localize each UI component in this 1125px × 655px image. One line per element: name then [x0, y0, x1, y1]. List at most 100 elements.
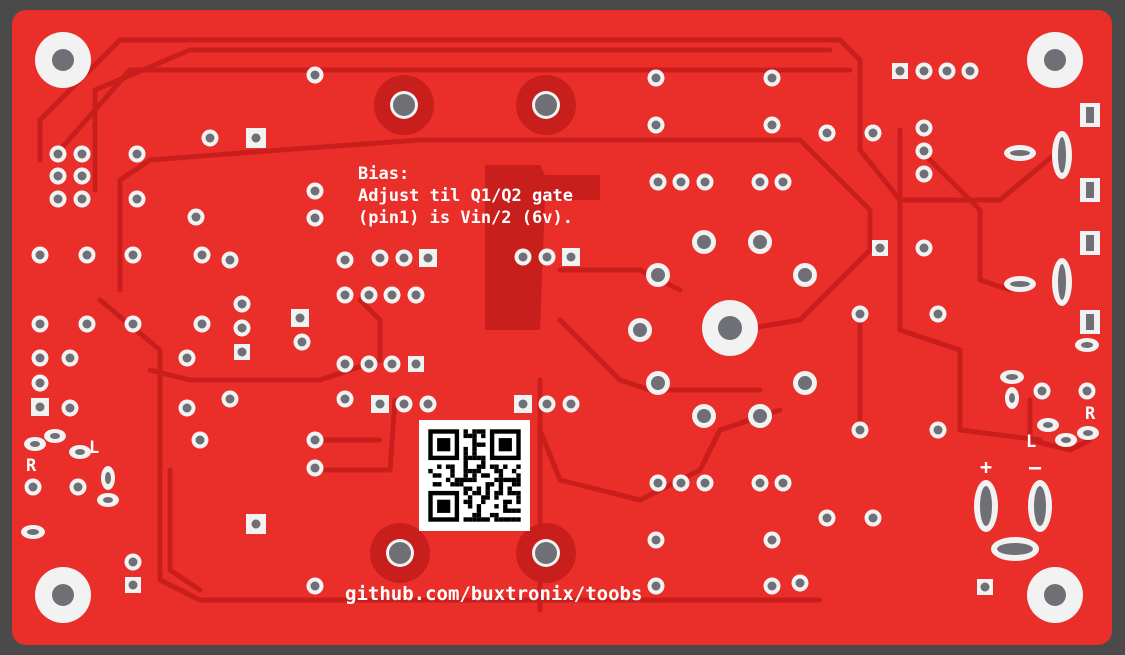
- qr-finder-core: [437, 499, 451, 513]
- qr-module: [463, 477, 468, 483]
- pad-drill: [65, 353, 75, 363]
- qr-module: [494, 477, 499, 483]
- qr-module: [507, 477, 512, 483]
- pad-drill: [651, 268, 665, 282]
- qr-module: [454, 477, 460, 483]
- qr-module: [476, 490, 482, 496]
- pad-drill: [35, 250, 45, 260]
- qr-module: [503, 504, 508, 509]
- qr-module: [516, 482, 521, 487]
- pad-drill: [697, 235, 711, 249]
- pad-drill: [753, 235, 767, 249]
- pad-drill: [251, 519, 261, 529]
- pad-drill: [197, 250, 207, 260]
- qr-module: [432, 482, 438, 487]
- qr-module: [481, 517, 486, 522]
- qr-module: [472, 473, 477, 478]
- qr-module: [516, 499, 521, 505]
- qr-module: [463, 446, 468, 452]
- pad-drill: [191, 212, 201, 222]
- qr-module: [511, 468, 517, 474]
- qr-module: [511, 477, 517, 483]
- qr-module: [459, 477, 464, 483]
- pad-drill: [310, 463, 320, 473]
- qr-module: [437, 464, 442, 469]
- pad-drill: [676, 177, 686, 187]
- qr-module: [472, 451, 477, 456]
- pad-drill: [767, 581, 777, 591]
- qr-module: [476, 517, 482, 522]
- qr-module: [481, 464, 486, 469]
- pad-drill: [919, 146, 929, 156]
- qr-module: [476, 468, 482, 474]
- qr-module: [472, 512, 477, 518]
- pad-drill: [297, 337, 307, 347]
- pad-drill: [50, 433, 60, 439]
- pad-drill: [1083, 430, 1093, 436]
- qr-module: [472, 429, 477, 434]
- qr-module: [489, 464, 495, 469]
- pad-drill: [700, 478, 710, 488]
- pad-drill: [1009, 393, 1015, 403]
- qr-module: [481, 473, 486, 478]
- pad-drill: [1058, 137, 1066, 173]
- qr-module: [494, 490, 499, 496]
- qr-module: [516, 477, 521, 483]
- qr-module: [467, 517, 473, 522]
- pad-drill: [310, 186, 320, 196]
- qr-module: [494, 512, 499, 518]
- pad-drill: [399, 399, 409, 409]
- qr-finder-core: [437, 438, 451, 452]
- pad-drill: [77, 194, 87, 204]
- pad-drill: [767, 120, 777, 130]
- pad-drill: [651, 376, 665, 390]
- qr-module: [481, 455, 486, 461]
- qr-module: [511, 517, 517, 522]
- qr-module: [463, 433, 468, 439]
- pad-drill: [651, 535, 661, 545]
- pad-drill: [364, 290, 374, 300]
- pad-drill: [132, 149, 142, 159]
- pad-drill: [35, 353, 45, 363]
- qr-module: [498, 468, 504, 474]
- qr-module: [498, 486, 504, 491]
- qr-module: [476, 442, 482, 447]
- pad-drill: [105, 472, 111, 484]
- qr-module: [489, 512, 495, 518]
- qr-module: [476, 512, 482, 518]
- qr-module: [450, 468, 455, 474]
- label-l-left: L: [89, 438, 99, 458]
- pad-drill: [411, 290, 421, 300]
- label-r-left: R: [26, 456, 37, 476]
- qr-module: [472, 433, 477, 439]
- qr-module: [503, 464, 508, 469]
- pad-drill: [653, 478, 663, 488]
- qr-module: [494, 504, 499, 509]
- pad-drill: [566, 399, 576, 409]
- bias-instruction-line2: (pin1) is Vin/2 (6v).: [358, 208, 573, 228]
- pad-drill: [53, 171, 63, 181]
- pad-drill: [103, 497, 113, 503]
- pad-drill: [753, 409, 767, 423]
- board-outline: [12, 10, 1112, 645]
- qr-module: [498, 473, 504, 478]
- pad-drill: [35, 402, 45, 412]
- qr-code-icon: [419, 420, 530, 531]
- pad-drill: [387, 290, 397, 300]
- edge-tab-slot: [1086, 235, 1094, 251]
- qr-module: [463, 490, 468, 496]
- qr-module: [481, 495, 486, 500]
- qr-module: [472, 477, 477, 483]
- qr-module: [476, 508, 482, 513]
- qr-module: [476, 486, 482, 491]
- pad-drill: [919, 169, 929, 179]
- pad-drill: [767, 73, 777, 83]
- qr-module: [494, 464, 499, 469]
- pad-drill: [798, 268, 812, 282]
- edge-tab-slot: [1086, 314, 1094, 330]
- qr-module: [503, 499, 508, 505]
- pad-drill: [919, 243, 929, 253]
- pad-drill: [755, 478, 765, 488]
- pad-drill: [423, 399, 433, 409]
